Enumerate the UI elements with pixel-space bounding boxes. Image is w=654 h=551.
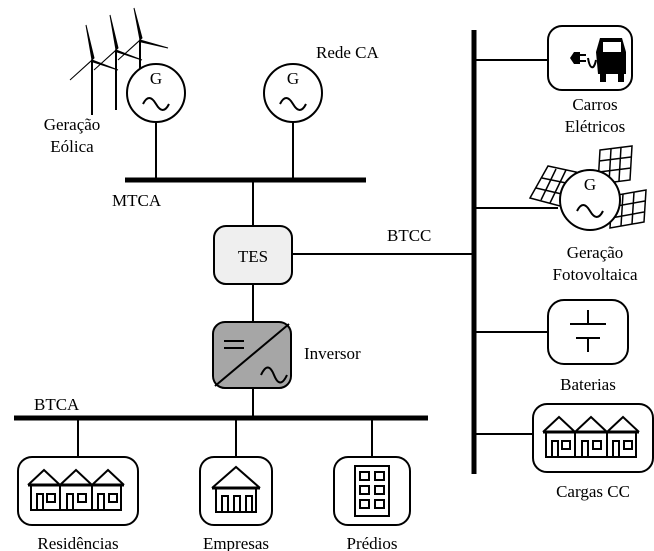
predios-label: Prédios — [347, 534, 398, 551]
wind-turbines-icon — [69, 7, 169, 115]
mtca-section — [125, 122, 366, 226]
grid-generator-icon: G — [263, 63, 323, 123]
btcc-load-connectors — [474, 59, 558, 435]
carros-label-line1: Carros — [572, 95, 617, 114]
generator-g-label: G — [150, 69, 162, 88]
tes-label: TES — [238, 247, 268, 266]
fotovoltaica-label-line1: Geração — [567, 243, 624, 262]
geracao-eolica-label-line1: Geração — [44, 115, 101, 134]
btcc-label: BTCC — [387, 226, 431, 245]
pv-generator-icon: G — [559, 169, 621, 231]
electric-car-icon — [547, 25, 633, 91]
inversor-label: Inversor — [304, 344, 361, 363]
inverter-block — [212, 321, 292, 389]
mtca-label: MTCA — [112, 191, 162, 210]
empresas-label: Empresas — [203, 534, 269, 551]
residencias-label: Residências — [37, 534, 118, 551]
residences-icon — [17, 456, 139, 526]
cargas-cc-label: Cargas CC — [556, 482, 630, 501]
dc-loads-icon — [532, 403, 654, 473]
carros-label-line2: Elétricos — [565, 117, 625, 136]
battery-icon — [547, 299, 629, 365]
wind-turbine-icon — [117, 7, 169, 90]
buildings-icon — [333, 456, 411, 526]
baterias-label: Baterias — [560, 375, 616, 394]
wind-turbine-icon — [93, 14, 143, 110]
geracao-eolica-label-line2: Eólica — [50, 137, 94, 156]
btca-label: BTCA — [34, 395, 80, 414]
generator-g-label: G — [584, 175, 596, 194]
generator-g-label: G — [287, 69, 299, 88]
btca-load-connectors — [77, 418, 373, 457]
fotovoltaica-label-line2: Fotovoltaica — [553, 265, 638, 284]
business-icon — [199, 456, 273, 526]
wind-turbine-icon — [69, 24, 119, 115]
rede-ca-label: Rede CA — [316, 43, 380, 62]
wind-generator-icon: G — [126, 63, 186, 123]
tes-block: TES — [213, 225, 293, 285]
